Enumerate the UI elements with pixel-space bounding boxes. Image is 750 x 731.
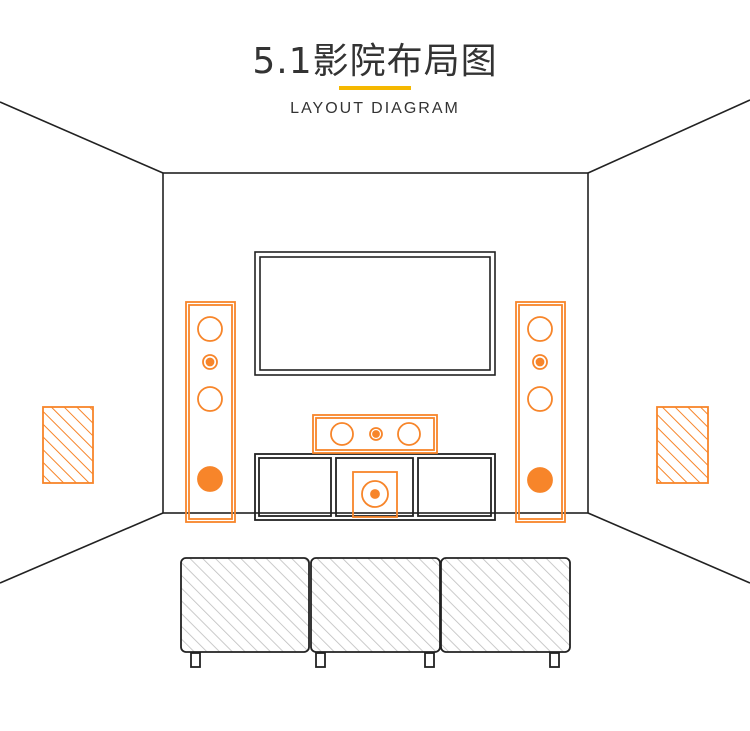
surround-left-speaker [42, 406, 94, 484]
front-left-speaker [185, 301, 236, 523]
sofa-seat-middle [310, 557, 441, 653]
page-title: 5.1影院布局图 [252, 41, 498, 82]
floor-edge-left [0, 512, 164, 584]
back-wall [162, 172, 589, 514]
sofa-legs [190, 652, 560, 668]
room-outline [0, 99, 750, 584]
front-right-speaker [515, 301, 566, 523]
ceiling-edge-left [0, 101, 164, 174]
ceiling-edge-right [587, 99, 750, 174]
page-subtitle: LAYOUT DIAGRAM [290, 100, 460, 117]
sofa-seat-left [180, 557, 310, 653]
sofa-seat-right [440, 557, 571, 653]
tv-cabinet [254, 453, 496, 521]
center-speaker-icon [312, 414, 438, 454]
sofa-icon [180, 557, 571, 668]
surround-right-speaker [656, 406, 709, 484]
tv-screen-icon [254, 251, 496, 376]
floor-edge-right [587, 512, 750, 584]
subwoofer-icon [352, 471, 398, 518]
title-underline [339, 86, 411, 90]
